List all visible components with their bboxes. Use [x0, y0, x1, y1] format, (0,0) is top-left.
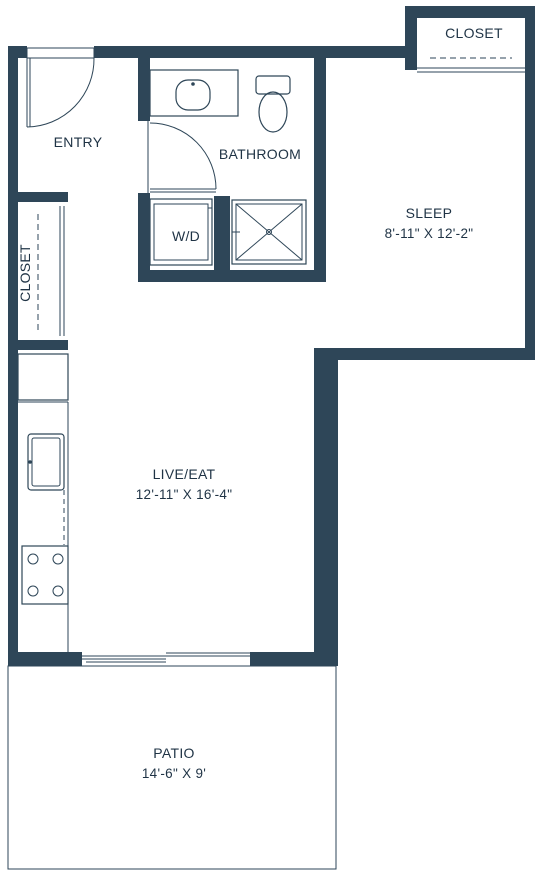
- live-eat-size: 12'-11" X 16'-4": [136, 487, 233, 502]
- entry-label: ENTRY: [54, 134, 103, 150]
- bathroom-door: [147, 121, 217, 193]
- bathroom-door-swing: [149, 122, 217, 190]
- live-right-wall-outer: [314, 348, 326, 666]
- patio-label: PATIO: [153, 745, 194, 761]
- vanity: [149, 69, 239, 117]
- cooktop-icon: [21, 545, 69, 605]
- wd-shower-divider: [214, 196, 230, 276]
- sleep-label: SLEEP: [406, 205, 453, 221]
- kitchen-sink-icon: [27, 433, 65, 491]
- bathroom-label: BATHROOM: [219, 146, 301, 162]
- bottom-wall-right: [250, 652, 338, 666]
- side-closet-top-wall: [8, 192, 68, 202]
- sliding-door: [82, 652, 250, 663]
- live-eat-label: LIVE/EAT: [153, 466, 216, 482]
- top-closet-left-wall: [405, 6, 417, 70]
- sleep-right-wall: [525, 6, 535, 356]
- left-wall-lower: [8, 344, 18, 664]
- refrigerator: [17, 353, 69, 401]
- side-closet: [37, 206, 65, 336]
- top-closet-label: CLOSET: [445, 25, 503, 41]
- entry-door: [26, 47, 95, 128]
- entry-door-swing: [26, 57, 95, 128]
- washer-dryer-box: [149, 198, 213, 266]
- bath-left-wall-top: [138, 46, 150, 121]
- top-wall: [94, 46, 416, 58]
- bath-bottom-wall: [138, 270, 326, 282]
- bath-right-wall: [314, 46, 326, 280]
- side-closet-left-wall: [8, 196, 18, 348]
- patio-outline: [7, 665, 337, 870]
- entry-door-threshold: [26, 47, 95, 59]
- bottom-wall-left: [8, 652, 82, 666]
- kitchen: [17, 353, 69, 652]
- left-wall-upper: [8, 46, 18, 196]
- sleep-bottom-wall: [314, 348, 535, 360]
- top-closet: [417, 57, 525, 73]
- sleep-size: 8'-11" X 12'-2": [385, 226, 474, 241]
- toilet-tank: [255, 75, 291, 95]
- toilet-icon: [258, 91, 288, 133]
- walls: [8, 6, 535, 666]
- top-closet-top-wall: [405, 6, 533, 18]
- live-right-wall-inner: [326, 360, 338, 666]
- side-closet-label: CLOSET: [17, 244, 33, 302]
- room-labels: ENTRY BATHROOM W/D CLOSET CLOSET SLEEP 8…: [17, 25, 503, 781]
- side-closet-bottom-wall: [8, 340, 68, 350]
- sink-icon: [175, 79, 211, 111]
- washer-dryer-label: W/D: [172, 228, 200, 244]
- bathroom-fixtures: [149, 69, 307, 265]
- bath-left-wall-bottom: [138, 193, 150, 281]
- washer-dryer: [149, 198, 213, 266]
- patio-size: 14'-6" X 9': [142, 766, 206, 781]
